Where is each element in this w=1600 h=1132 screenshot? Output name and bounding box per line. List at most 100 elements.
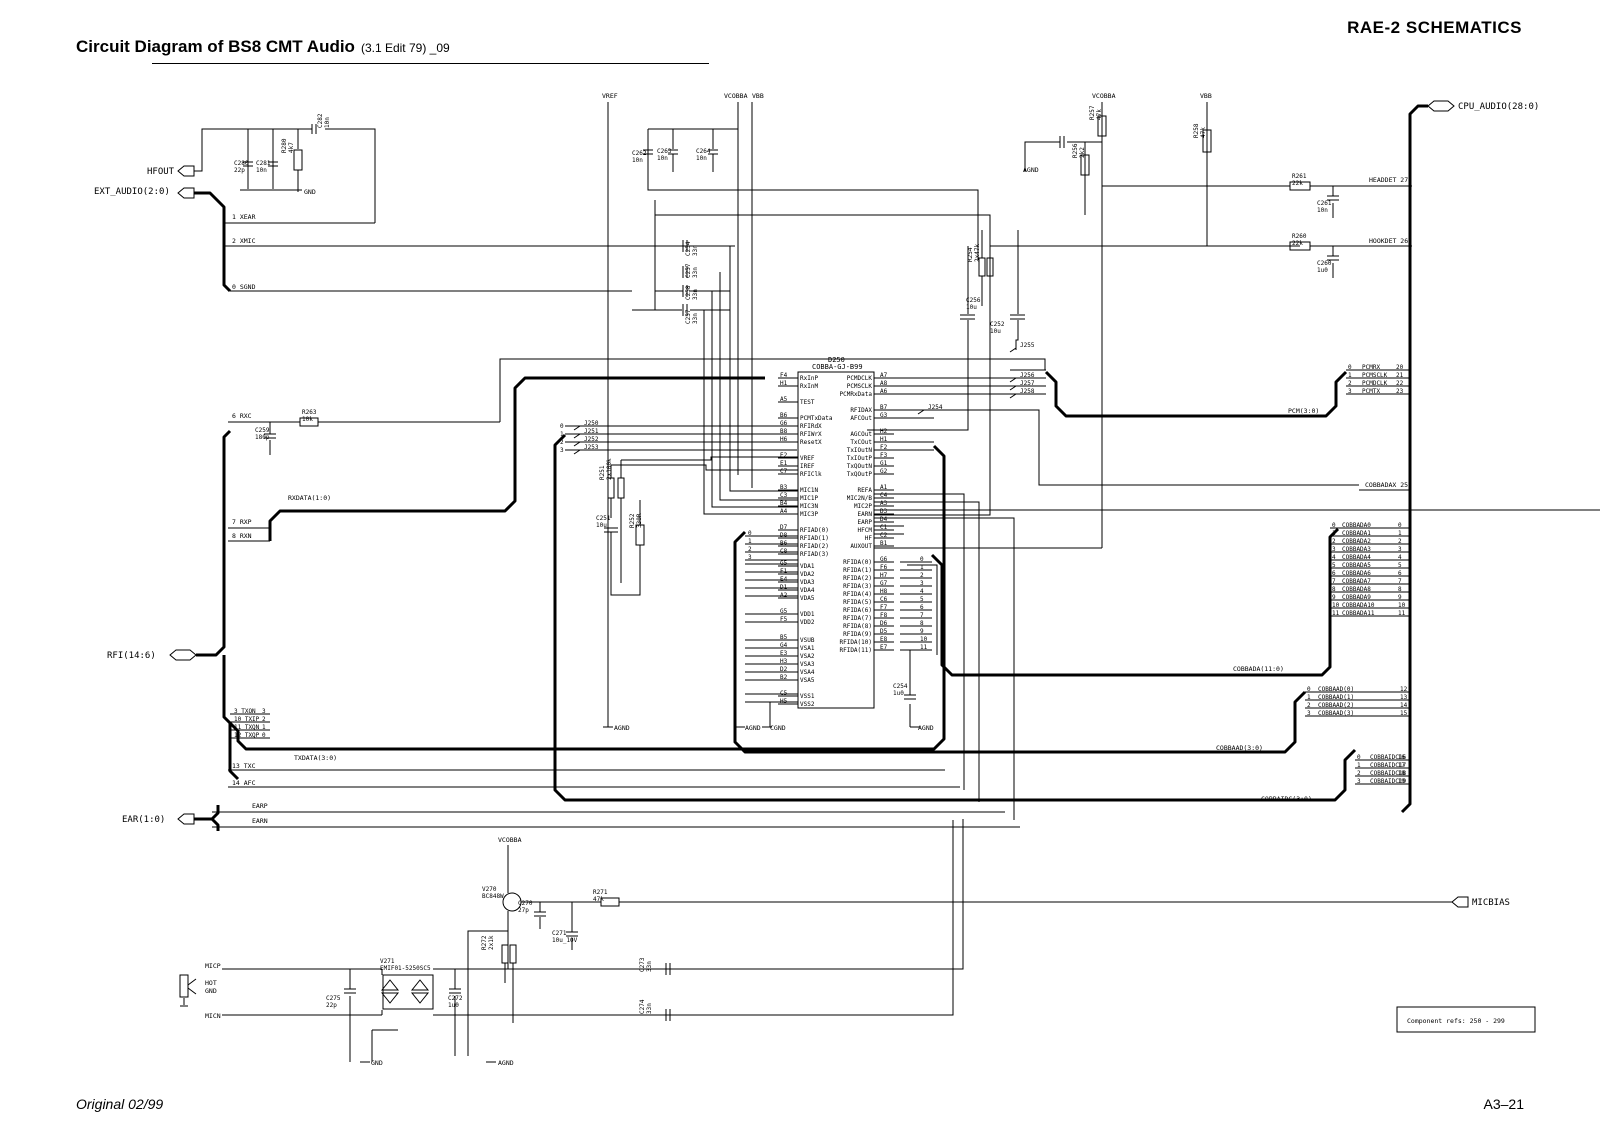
ic-right-pin-num: F6 (880, 564, 888, 571)
rfi-control-wiring (565, 425, 798, 596)
bus-cobbaad (733, 530, 1307, 754)
net-afc: 14 AFC (232, 779, 256, 787)
ic-right-pin-num: F7 (880, 604, 888, 611)
bus-ear (194, 805, 220, 831)
ic-right-pin-num: A3 (880, 500, 888, 507)
cobbada-pin-index: 3 (1332, 546, 1336, 553)
cobbaidc-ic-index: 0 (560, 423, 564, 430)
component-label-line: C263 (657, 148, 672, 155)
ic-left-pin-name: VDD1 (800, 611, 815, 618)
ic-left-pin-num: E1 (780, 460, 788, 467)
cobbada-pin-name: COBBADA8 (1342, 586, 1371, 593)
cobbaad-pin-name: COBBAAD(1) (1318, 694, 1354, 701)
ic-left-pin-name: VSA3 (800, 661, 815, 668)
gnd-agnd-top: AGND (1023, 166, 1039, 174)
ic-right-pin-num: B1 (880, 540, 888, 547)
cobbaidc-pin-number: 17 (1398, 762, 1406, 769)
cobbada-pin-index: 10 (1332, 602, 1340, 609)
ic-left-pin-name: ResetX (800, 439, 822, 446)
pcm-pin-index: 2 (1348, 380, 1352, 387)
ic-right-pin-num: A7 (880, 372, 888, 379)
ic-left-pin-name: IREF (800, 463, 815, 470)
component-label-line: 33n (692, 289, 699, 300)
rail-vref: VREF (602, 92, 618, 100)
cobbaad-pin-index: 3 (1307, 710, 1311, 717)
title-main: Circuit Diagram of BS8 CMT Audio (76, 37, 355, 56)
ic-right-pin-num: H7 (880, 572, 888, 579)
component-label-line: V270 (482, 886, 497, 893)
component-label-line: 22k (1292, 240, 1303, 247)
component-label-line: R263 (302, 409, 317, 416)
cobbaidc-pin-index: 0 (1357, 754, 1361, 761)
gnd-agnd-3: AGND (918, 724, 934, 732)
cobbada-pin-index: 9 (1332, 594, 1336, 601)
component-label-line: C256 (966, 297, 981, 304)
ic-left-pin-name: MIC3N (800, 503, 818, 510)
ic-right-pin-name: RFIDA(4) (843, 591, 872, 598)
net-earp: EARP (252, 802, 268, 810)
ic-right-pin-name: AGCOut (850, 431, 872, 438)
port-micbias-label: MICBIAS (1472, 898, 1510, 908)
ic-right-pin-name: TxIOutN (847, 447, 873, 454)
ic-right-pin-name: RFIDA(8) (843, 623, 872, 630)
cobbada-pin-index: 1 (1332, 530, 1336, 537)
bus-rxdata (268, 376, 765, 541)
rxc-network (264, 417, 319, 455)
cobbada-pin-number: 6 (1398, 570, 1402, 577)
ic-right-pin-name: TxQOutP (847, 471, 873, 478)
cobbada-pin-number: 4 (1398, 554, 1402, 561)
cobbaad-ic-index: 0 (748, 530, 752, 537)
component-label-line: C262 (632, 150, 647, 157)
component-label-line: 33n (646, 1003, 653, 1014)
ic-left-pin-name: VREF (800, 455, 815, 462)
ic-left-pin-name: VSA5 (800, 677, 815, 684)
ic-left-pin-name: RFIClk (800, 471, 822, 478)
component-label-line: 22p (234, 167, 245, 174)
rfi-pin-index: 0 (262, 732, 266, 739)
ic-left-pin-name: VSA2 (800, 653, 815, 660)
net-cobbaidc: COBBAIDC(3:0) (1261, 795, 1312, 803)
cobbada-pin-name: COBBADA6 (1342, 570, 1371, 577)
component-label-line: C273 (639, 957, 646, 972)
component-label-line: R251 (599, 465, 606, 480)
ic-right-pin-num: F8 (880, 612, 888, 619)
rfi-pin-name: 3 TXON (234, 708, 256, 715)
component-label-line: R254 (967, 247, 974, 262)
cobbaidc-pin-number: 18 (1398, 770, 1406, 777)
ic-left-pin-name: VSUB (800, 637, 815, 644)
component-label-line: 4k7 (288, 142, 295, 153)
port-micbias: MICBIAS (1451, 896, 1510, 908)
component-label-line: 10n (657, 155, 668, 162)
ic-right-pin-num: A8 (880, 380, 888, 387)
ic-left-pin-num: G5 (780, 608, 788, 615)
ic-right-pin-num: E7 (880, 644, 888, 651)
component-label-line: C282 (317, 113, 324, 128)
ic-right-pin-name: TxQOutN (847, 463, 873, 470)
net-cobbada: COBBADA(11:0) (1233, 665, 1284, 673)
cobbaad-pin-name: COBBAAD(3) (1318, 710, 1354, 717)
cobbada-ic-index: 3 (920, 580, 924, 587)
port-rfi-label: RFI(14:6) (107, 651, 156, 661)
component-label-line: C270 (518, 900, 533, 907)
cobbada-pin-name: COBBADA7 (1342, 578, 1371, 585)
net-cobbaad: COBBAAD(3:0) (1216, 744, 1263, 752)
ic-right-pin-num: G6 (880, 556, 888, 563)
cobbada-pin-index: 8 (1332, 586, 1336, 593)
cobbaad-ic-index: 2 (748, 546, 752, 553)
